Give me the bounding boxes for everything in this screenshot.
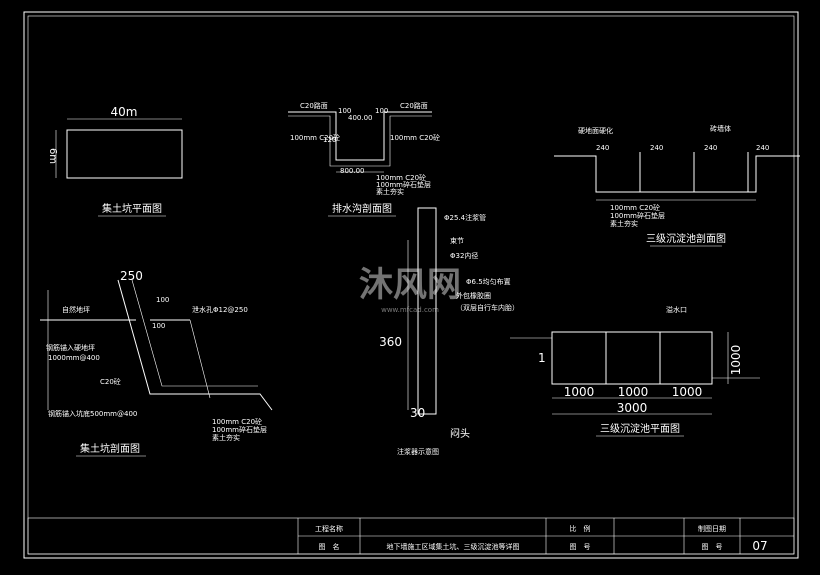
tank-plan: 溢水口 1000 1000 1000 3000 1000 1 三级沉淀池平面图 [510,305,760,437]
drain-n1: 100mm C20砼 [376,173,426,182]
w1: 1000 [564,385,595,399]
d100b: 100 [152,322,165,330]
weep-lbl: 泄水孔Φ12@250 [192,305,248,314]
drain-n2: 100mm碎石垫层 [376,180,431,189]
title-block: 工程名称 图 名 地下墙施工区域集土坑、三级沉淀池等详图 比 例 图 号 制图日… [27,517,795,555]
name-val: 地下墙施工区域集土坑、三级沉淀池等详图 [387,542,520,551]
d250: 250 [120,269,143,283]
pit-n2: 100mm碎石垫层 [212,425,267,434]
total: 3000 [617,401,648,415]
b2: 240 [650,144,663,152]
outer-frame [23,11,799,559]
tank-lbl1: 硬地面硬化 [578,126,613,135]
drain-n3: 素土夯实 [376,187,404,196]
name-lbl: 图 名 [319,542,340,551]
c20c: 100mm C20砼 [290,133,340,142]
nail-lbl: 钢筋锚入坑底500mm@400 [48,409,137,418]
pit-n1: 100mm C20砼 [212,417,262,426]
d100a: 100 [338,107,351,115]
d100b: 100 [375,107,388,115]
w2: 1000 [618,385,649,399]
scale-lbl: 比 例 [570,524,591,533]
ground-lbl: 自然地坪 [62,305,90,314]
c20a: C20路面 [300,101,328,110]
tip-lbl: 闷头 [450,427,470,440]
d120: 120 [323,136,336,144]
rubber2-lbl: （双层自行车内胎） [456,303,519,312]
wm-url: www.mfcad.com [381,306,439,314]
joint-lbl: 束节 [450,237,464,245]
tank-h: 1000 [729,345,743,376]
c20-lbl: C20砼 [100,377,121,386]
tank-profile [554,155,800,193]
anchor2-lbl: 1000mm@400 [48,354,100,362]
drw-lbl: 图 号 [570,543,591,551]
sec-mark: 1 [538,351,546,365]
tank-section: 硬地面硬化 砖墙体 240 240 240 240 100mm C20砼 100… [554,124,800,247]
plan-pit-title: 集土坑平面图 [102,202,162,215]
tank-outline [551,331,713,385]
anchor-lbl: 钢筋锚入硬地坪 [46,343,95,352]
drain-profile [288,111,432,161]
b1: 240 [596,144,609,152]
drain-section: C20路面 C20路面 100 100 400.00 120 100mm C20… [288,101,440,217]
w3: 1000 [672,385,703,399]
holes-lbl: Φ6.5均匀布置 [466,277,511,286]
d400: 400.00 [348,114,373,122]
pit-wall [117,279,273,411]
pit-section: 250 100 100 自然地坪 钢筋锚入硬地坪 1000mm@400 C20砼… [40,269,273,457]
tank-n2: 100mm碎石垫层 [610,211,665,220]
pipe-lbl: Φ25.4注浆管 [444,213,486,222]
wid-label: 6m [47,148,58,164]
rubber-lbl: 外包橡胶圈 [456,291,491,300]
b3: 240 [704,144,717,152]
pit-outline [66,129,183,179]
grout-pipe [417,207,437,415]
c20b: C20路面 [400,101,428,110]
pit-sec-title: 集土坑剖面图 [80,442,140,455]
b4: 240 [756,144,769,152]
d100: 100 [156,296,169,304]
tank-n1: 100mm C20砼 [610,203,660,212]
tank-sec-title: 三级沉淀池剖面图 [646,232,726,245]
tank-lbl2: 砖墙体 [710,124,731,133]
pit-n3: 素土夯实 [212,433,240,442]
d800: 800.00 [340,167,365,175]
c20d: 100mm C20砼 [390,133,440,142]
no-val: 07 [752,539,767,553]
len-label: 40m [111,105,138,119]
grout-device: Φ25.4注浆管 束节 Φ32内径 Φ6.5均匀布置 外包橡胶圈 （双层自行车内… [379,207,519,456]
wm-brand: 沐风网 [359,265,461,305]
inner-lbl: Φ32内径 [450,251,478,260]
inlet-lbl: 溢水口 [666,305,687,314]
drain-title: 排水沟剖面图 [332,202,392,215]
grout-title: 注浆器示意图 [397,447,439,456]
tank-plan-title: 三级沉淀池平面图 [600,422,680,435]
d30: 30 [410,406,425,420]
no-lbl: 图 号 [702,543,723,551]
plan-pit: 40m 6m 集土坑平面图 [47,105,183,217]
proj-lbl: 工程名称 [315,524,343,533]
d360: 360 [379,335,402,349]
date-lbl: 制图日期 [698,524,726,533]
tank-n3: 素土夯实 [610,219,638,228]
watermark: 沐风网 www.mfcad.com [359,265,461,314]
